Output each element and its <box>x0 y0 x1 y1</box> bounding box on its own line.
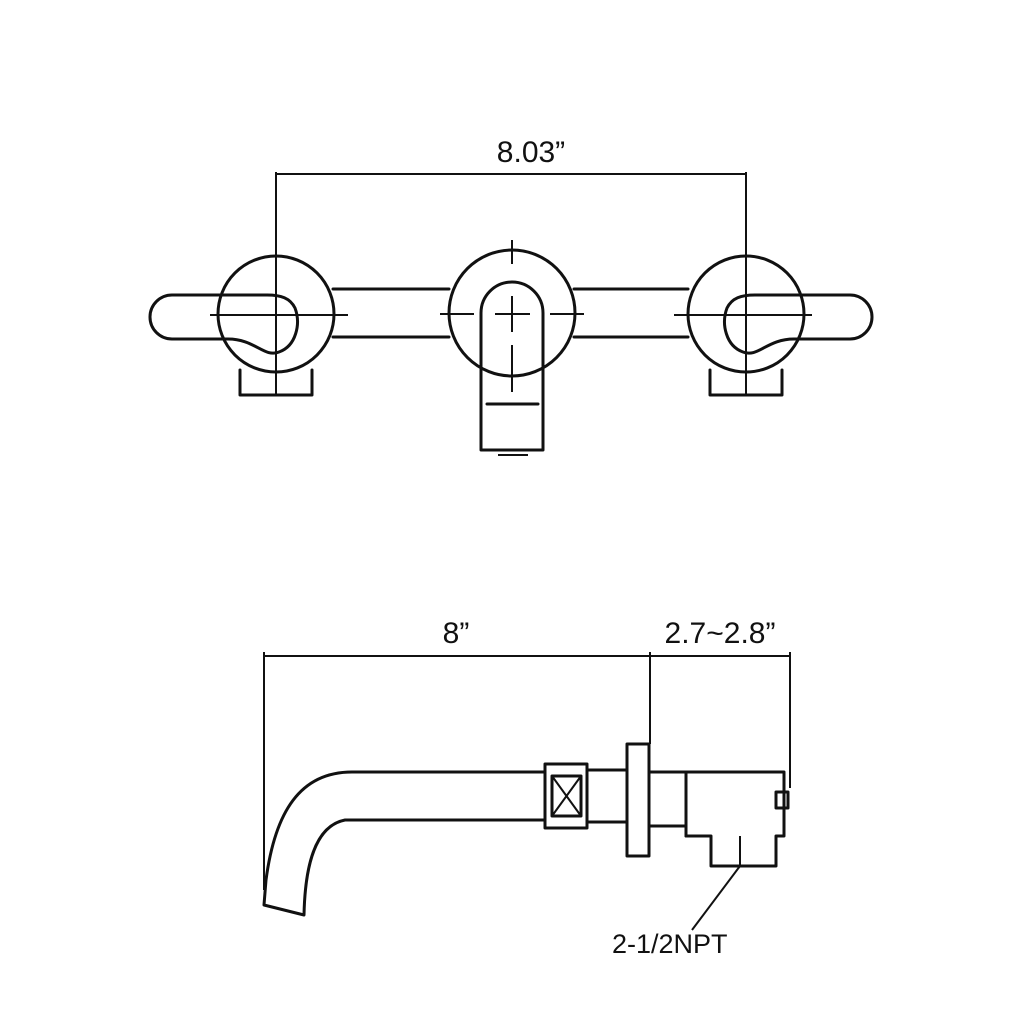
wall-flange <box>625 742 651 858</box>
wall-depth-dimension: 2.7~2.8” <box>650 617 791 788</box>
wall-depth-label: 2.7~2.8” <box>665 617 776 650</box>
valve-body <box>647 770 790 868</box>
side-view: 8” 2.7~2.8” 2-1/2N <box>262 617 791 959</box>
spout-reach-label: 8” <box>443 617 470 650</box>
left-valve-base <box>238 368 314 397</box>
spout-reach-dimension: 8” <box>263 617 651 890</box>
curved-spout <box>262 770 547 917</box>
front-view: 8.03” <box>148 136 874 456</box>
handle-spacing-label: 8.03” <box>497 136 565 169</box>
valve-connector-bar <box>331 287 690 339</box>
center-spout <box>440 240 584 456</box>
spout-outline <box>479 280 545 452</box>
connection-label: 2-1/2NPT <box>612 929 728 959</box>
npt-callout: 2-1/2NPT <box>612 865 741 959</box>
left-handle-valve <box>148 254 348 397</box>
right-lever-handle <box>723 293 874 355</box>
spout-connector-nut <box>543 762 629 830</box>
right-valve-base <box>708 368 784 397</box>
right-handle-valve <box>674 254 874 397</box>
handle-spacing-dimension: 8.03” <box>275 136 747 395</box>
left-lever-handle <box>148 293 299 355</box>
